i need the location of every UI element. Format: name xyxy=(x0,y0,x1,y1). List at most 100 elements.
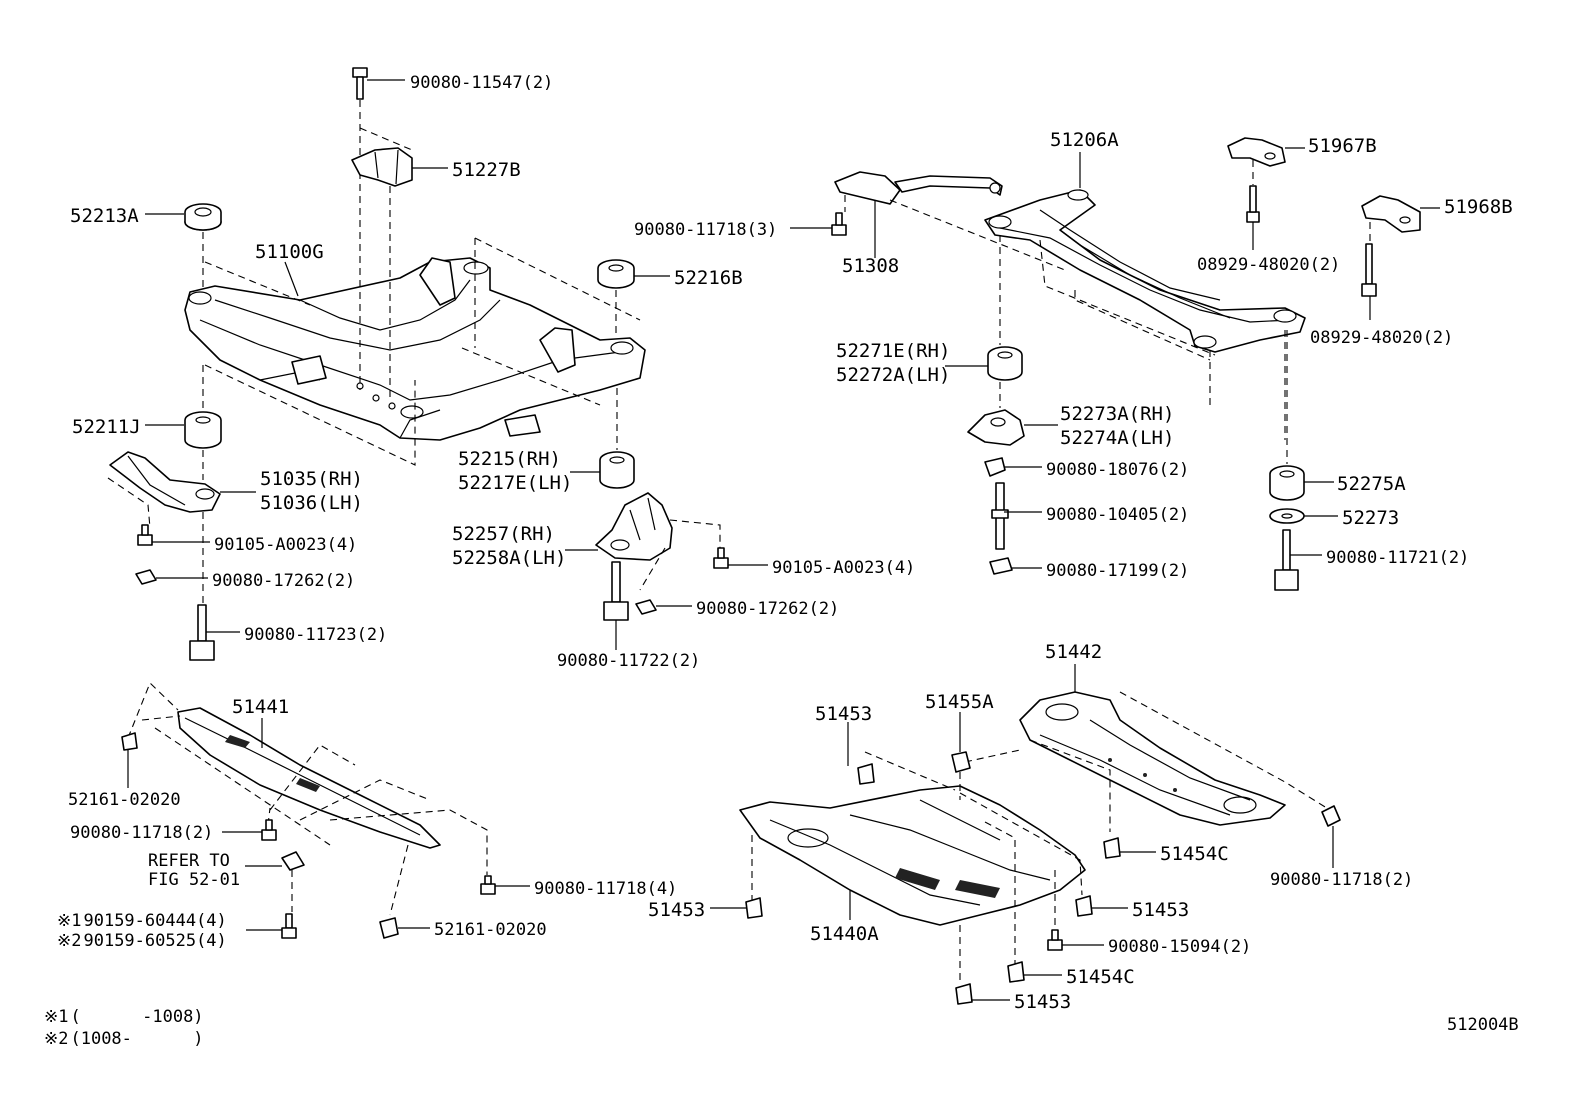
footnote-1: ※1( -1008) xyxy=(44,1007,204,1027)
label-52213a: 52213A xyxy=(70,205,139,227)
label-90105-a0023-left: 90105-A0023(4) xyxy=(214,535,357,555)
nut-90080-17262-left[interactable] xyxy=(135,569,157,585)
label-90080-11718-3: 90080-11718(3) xyxy=(634,220,777,240)
label-51227b: 51227B xyxy=(452,159,521,181)
label-52272a: 52272A(LH) xyxy=(836,364,950,386)
label-52217e: 52217E(LH) xyxy=(458,472,572,494)
label-52216b: 52216B xyxy=(674,267,743,289)
cover-51442[interactable] xyxy=(1019,691,1286,826)
label-51453-left: 51453 xyxy=(648,899,705,921)
cushion-52216b[interactable] xyxy=(597,259,635,289)
bracket-52257-52258a[interactable] xyxy=(595,492,673,561)
label-90080-11723: 90080-11723(2) xyxy=(244,625,387,645)
bolt-90080-11723[interactable] xyxy=(189,604,215,661)
front-crossmember-51100g[interactable] xyxy=(184,257,646,441)
label-52275a: 52275A xyxy=(1337,473,1406,495)
label-52161-02020-left: 52161-02020 xyxy=(68,790,181,810)
nut-90080-18076[interactable] xyxy=(984,457,1006,477)
label-52211j: 52211J xyxy=(72,416,141,438)
label-51453-top: 51453 xyxy=(815,703,872,725)
clip-51453-bottom[interactable] xyxy=(955,983,973,1005)
label-refer-to: REFER TO xyxy=(148,851,230,871)
stud-90080-10405[interactable] xyxy=(991,482,1009,550)
bracket-52273a-52274a[interactable] xyxy=(967,409,1025,446)
washer-52273[interactable] xyxy=(1269,508,1305,524)
clip-51453-left[interactable] xyxy=(745,897,763,919)
label-51308: 51308 xyxy=(842,255,899,277)
label-51967b: 51967B xyxy=(1308,135,1377,157)
label-90080-18076: 90080-18076(2) xyxy=(1046,460,1189,480)
bolt-90080-11718-cover-left[interactable] xyxy=(261,819,277,841)
clip-51453-top[interactable] xyxy=(857,763,875,785)
bracket-51968b[interactable] xyxy=(1361,195,1421,233)
bolt-90080-11721[interactable] xyxy=(1274,529,1299,591)
label-51036: 51036(LH) xyxy=(260,492,363,514)
bolt-08929-48020-lower[interactable] xyxy=(1361,243,1377,297)
nut-90080-17262-right[interactable] xyxy=(635,599,657,615)
clip-51455a[interactable] xyxy=(951,751,971,773)
label-90080-17262-right: 90080-17262(2) xyxy=(696,599,839,619)
bolt-90105-a0023-right[interactable] xyxy=(713,547,729,569)
label-90105-a0023-right: 90105-A0023(4) xyxy=(772,558,915,578)
cushion-52213a[interactable] xyxy=(184,203,222,231)
label-51206a: 51206A xyxy=(1050,129,1119,151)
bolt-90080-11547[interactable] xyxy=(352,67,368,100)
cover-51441[interactable] xyxy=(177,707,441,849)
label-51454c-lower: 51454C xyxy=(1066,966,1135,988)
label-51453-right: 51453 xyxy=(1132,899,1189,921)
bracket-51967b[interactable] xyxy=(1227,137,1286,167)
label-90080-17262-left: 90080-17262(2) xyxy=(212,571,355,591)
label-90080-11718-4: 90080-11718(4) xyxy=(534,879,677,899)
bolt-90080-11718-cover-right[interactable] xyxy=(480,875,496,895)
label-90080-10405: 90080-10405(2) xyxy=(1046,505,1189,525)
bracket-51035-51036[interactable] xyxy=(109,451,221,513)
label-51455a: 51455A xyxy=(925,691,994,713)
label-52271e: 52271E(RH) xyxy=(836,340,950,362)
label-51441: 51441 xyxy=(232,696,289,718)
label-52161-02020-right: 52161-02020 xyxy=(434,920,547,940)
label-fig-52-01: FIG 52-01 xyxy=(148,870,240,890)
clip-refer-fig-52-01[interactable] xyxy=(281,851,305,871)
clip-52161-02020-left[interactable] xyxy=(121,732,138,751)
bolt-90159[interactable] xyxy=(281,913,297,939)
bracket-51227b[interactable] xyxy=(351,147,413,187)
label-52257: 52257(RH) xyxy=(452,523,555,545)
cushion-52275a[interactable] xyxy=(1269,465,1305,501)
label-90080-11547: 90080-11547(2) xyxy=(410,73,553,93)
cushion-52215-52217e[interactable] xyxy=(599,451,635,489)
label-90080-11718-2-rear: 90080-11718(2) xyxy=(1270,870,1413,890)
bolt-90080-11718-cover-rear[interactable] xyxy=(1321,805,1341,827)
label-08929-48020-upper: 08929-48020(2) xyxy=(1197,255,1340,275)
label-90080-17199: 90080-17199(2) xyxy=(1046,561,1189,581)
clip-51454c-lower[interactable] xyxy=(1007,961,1025,983)
label-51453-bottom: 51453 xyxy=(1014,991,1071,1013)
nut-90080-17199[interactable] xyxy=(989,557,1013,575)
label-52273: 52273 xyxy=(1342,507,1399,529)
label-51442: 51442 xyxy=(1045,641,1102,663)
label-51454c-upper: 51454C xyxy=(1160,843,1229,865)
bracket-51308[interactable] xyxy=(834,171,1003,205)
label-90080-11718-2: 90080-11718(2) xyxy=(70,823,213,843)
bolt-08929-48020-upper[interactable] xyxy=(1246,185,1260,223)
cushion-52271e-52272a[interactable] xyxy=(987,346,1023,381)
bolt-90080-11718-51308[interactable] xyxy=(831,212,847,236)
cover-51440a[interactable] xyxy=(739,785,1086,926)
label-52273a: 52273A(RH) xyxy=(1060,403,1174,425)
cushion-52211j[interactable] xyxy=(184,411,222,449)
label-90080-11721: 90080-11721(2) xyxy=(1326,548,1469,568)
bolt-90080-11722[interactable] xyxy=(603,561,629,621)
label-52215: 52215(RH) xyxy=(458,448,561,470)
bolt-90080-15094[interactable] xyxy=(1047,929,1063,951)
clip-51453-right[interactable] xyxy=(1075,895,1093,917)
bolt-90105-a0023-left[interactable] xyxy=(137,524,153,546)
clip-51454c-upper[interactable] xyxy=(1103,837,1121,859)
clip-52161-02020-right[interactable] xyxy=(379,917,399,939)
rear-member-51206a[interactable] xyxy=(984,189,1306,353)
footnote-2: ※2(1008- ) xyxy=(44,1029,204,1049)
label-90080-11722: 90080-11722(2) xyxy=(557,651,700,671)
label-08929-48020-lower: 08929-48020(2) xyxy=(1310,328,1453,348)
diagram-id: 512004B xyxy=(1447,1015,1519,1035)
